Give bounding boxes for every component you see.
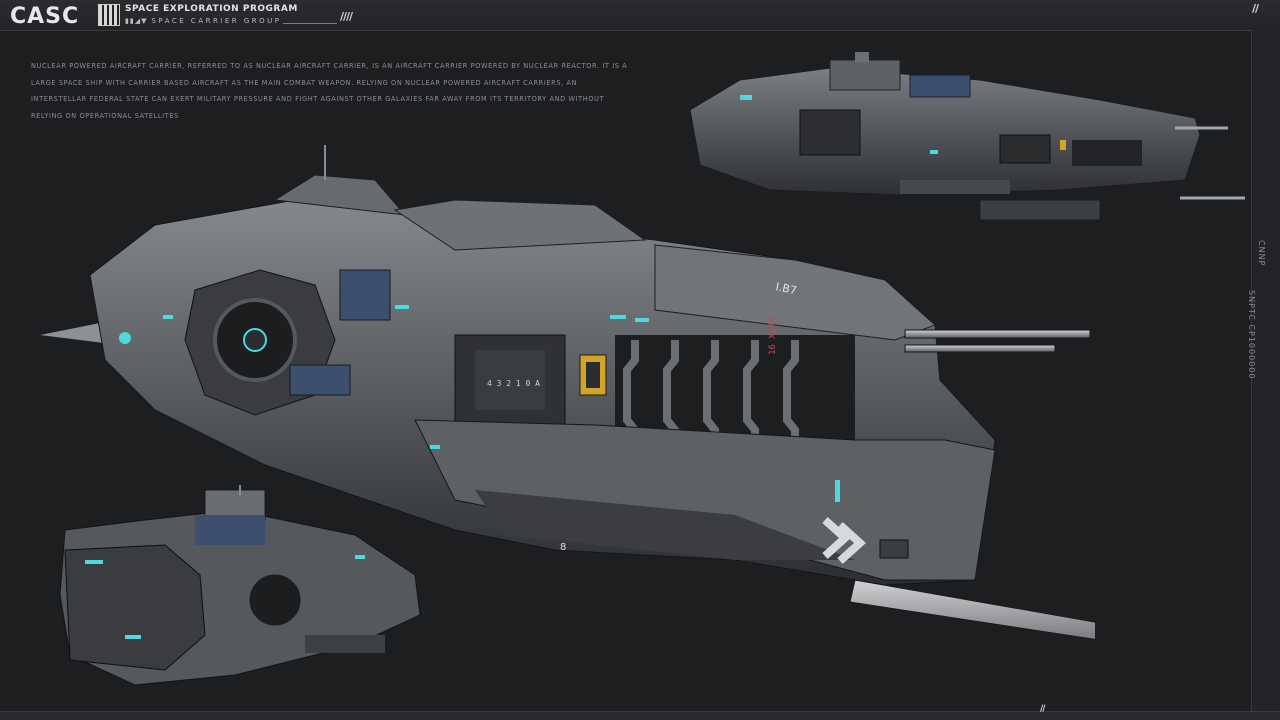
- side-panel-line1: CNNP: [1257, 240, 1266, 267]
- hull-code-label: I.B7: [774, 280, 798, 297]
- carrier-rear-view: [59, 485, 421, 686]
- program-bars-glyph: ▮▮◢▼: [125, 17, 148, 25]
- carrier-main-view: 4 3 2 1 0 A I.B7 16 XZ7A 8: [40, 145, 1095, 640]
- hull-digit-label: 8: [560, 542, 566, 553]
- header-divider: [283, 23, 337, 24]
- program-title: SPACE EXPLORATION PROGRAM: [125, 4, 298, 14]
- side-panel-line2: SNPTC CP1000000: [1247, 290, 1256, 380]
- header-slashes-left: ////: [340, 10, 353, 23]
- program-subtitle: SPACE CARRIER GROUP: [151, 17, 282, 25]
- carrier-side-view: [689, 52, 1245, 221]
- panel-code-label: 4 3 2 1 0 A: [487, 379, 540, 388]
- qr-code-icon: [98, 4, 120, 26]
- program-subtitle-row: ▮▮◢▼SPACE CARRIER GROUP: [125, 17, 282, 25]
- casc-logo: CASC: [10, 4, 80, 29]
- red-code-label: 16 XZ7A: [768, 316, 778, 355]
- top-bar: [0, 0, 1280, 31]
- header-slashes-right: //: [1252, 2, 1259, 15]
- footer-slashes: //: [1040, 704, 1045, 714]
- right-side-panel: [1251, 30, 1280, 712]
- description-text: NUCLEAR POWERED AIRCRAFT CARRIER, REFERR…: [31, 62, 628, 120]
- side-panel-text: CNNP SNPTC CP1000000: [1247, 220, 1276, 410]
- bottom-bar: [0, 711, 1280, 720]
